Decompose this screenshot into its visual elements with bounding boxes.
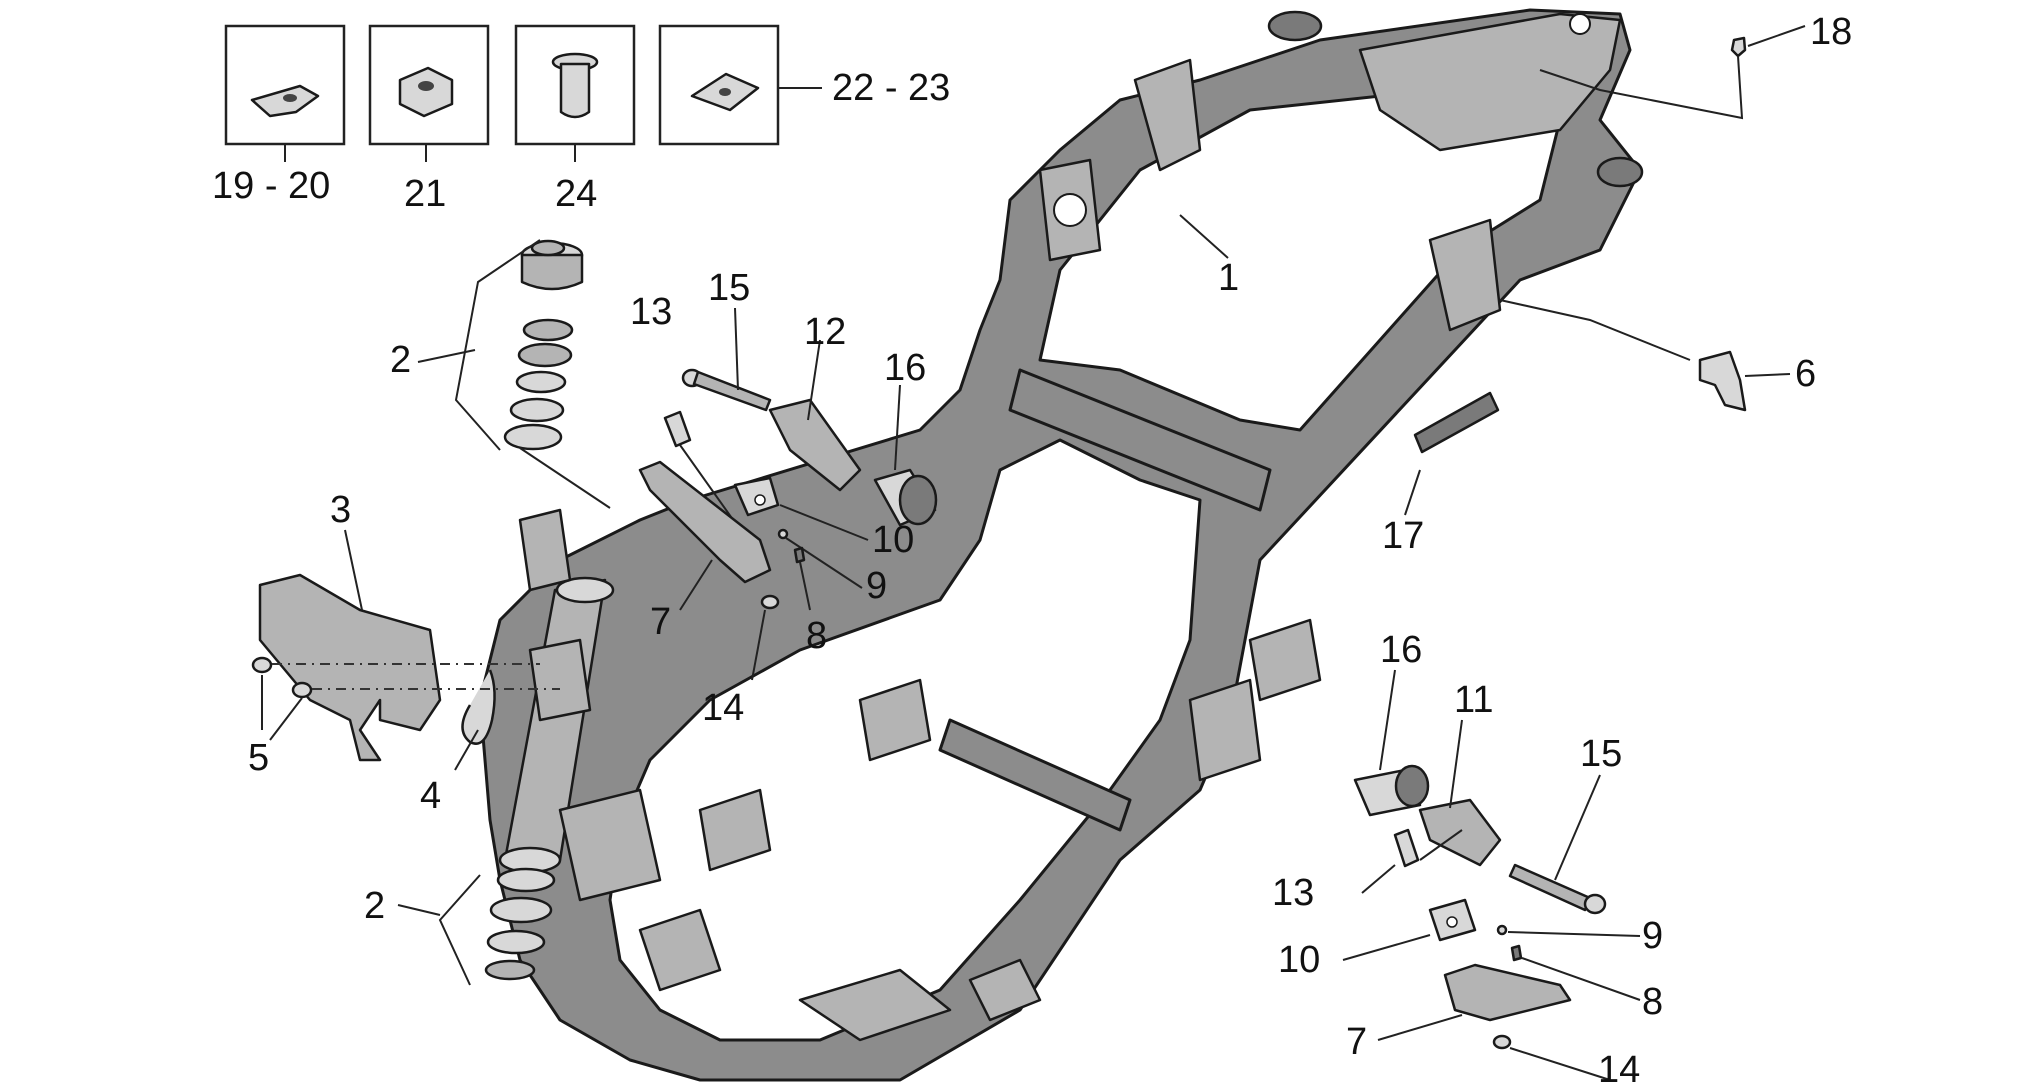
label-14-right: 14: [1598, 1049, 1640, 1088]
bolts-part-5: [251, 656, 560, 741]
label-15-right: 15: [1580, 733, 1622, 775]
label-11: 11: [1454, 679, 1493, 721]
label-7-right: 7: [1346, 1021, 1367, 1063]
label-13-left: 13: [630, 291, 672, 333]
label-10-left: 10: [872, 519, 914, 561]
inset-box-19-20: [224, 24, 346, 162]
label-16-left: 16: [884, 347, 926, 389]
label-24: 24: [555, 173, 597, 215]
label-9-right: 9: [1642, 915, 1663, 957]
label-12: 12: [804, 311, 846, 353]
inset-box-21: [368, 24, 490, 162]
footrest-assembly-right: [1342, 669, 1641, 1081]
label-16-right: 16: [1380, 629, 1422, 671]
label-2-lower: 2: [364, 885, 385, 927]
label-18: 18: [1810, 11, 1852, 53]
label-2-upper: 2: [390, 339, 411, 381]
steering-bearing-set-upper-part-2: [417, 239, 611, 509]
label-10-right: 10: [1278, 939, 1320, 981]
front-bracket-part-3: [258, 529, 442, 762]
callout-labels: 19 - 20 21 24 22 - 23 18 1 6 17 2 13 15 …: [212, 11, 1852, 1088]
screw-part-18: [1539, 25, 1806, 120]
label-19-20: 19 - 20: [212, 165, 330, 207]
label-6: 6: [1795, 353, 1816, 395]
label-8-left: 8: [806, 615, 827, 657]
label-14-left: 14: [702, 687, 744, 729]
label-1: 1: [1218, 257, 1239, 299]
label-15-left: 15: [708, 267, 750, 309]
inset-box-24: [514, 24, 636, 162]
label-9-left: 9: [866, 565, 887, 607]
frame-main-part-1: [478, 8, 1644, 1082]
label-21: 21: [404, 173, 446, 215]
identification-plate-part-17: [1404, 391, 1500, 516]
frame-leader: [1179, 214, 1229, 259]
inset-box-22-23: [658, 24, 822, 146]
label-3: 3: [330, 489, 351, 531]
label-17: 17: [1382, 515, 1424, 557]
label-22-23: 22 - 23: [832, 67, 950, 109]
label-8-right: 8: [1642, 981, 1663, 1023]
steering-bearing-set-lower-part-2: [397, 867, 556, 986]
label-5: 5: [248, 737, 269, 779]
label-13-right: 13: [1272, 872, 1314, 914]
cable-clip-part-6: [1499, 299, 1791, 412]
label-4: 4: [420, 775, 441, 817]
label-7-left: 7: [650, 601, 671, 643]
footrest-assembly-left: [638, 307, 938, 681]
